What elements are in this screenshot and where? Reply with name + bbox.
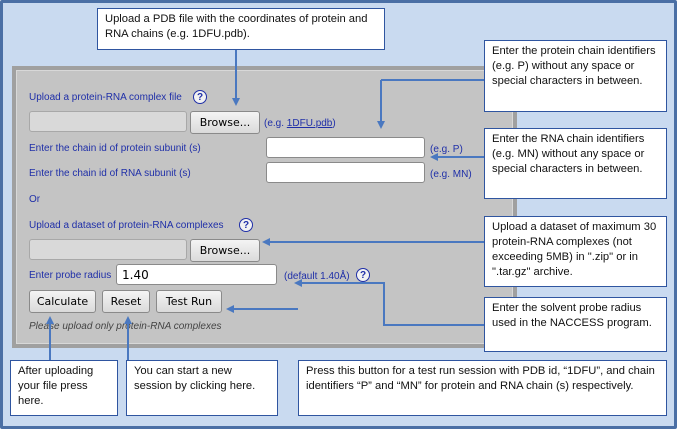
upload-complex-label: Upload a protein-RNA complex file (29, 92, 182, 103)
or-label: Or (29, 194, 41, 205)
upload-dataset-label: Upload a dataset of protein-RNA complexe… (29, 220, 224, 231)
reset-button[interactable]: Reset (102, 290, 150, 313)
rna-chain-hint: (e.g. MN) (430, 169, 472, 180)
footer-note: Please upload only protein-RNA complexes (29, 321, 222, 332)
complex-file-field[interactable] (29, 111, 187, 132)
browse-complex-button[interactable]: Browse... (190, 111, 260, 134)
callout-new-session: You can start a new session by clicking … (126, 360, 278, 416)
callout-dataset: Upload a dataset of maximum 30 protein-R… (484, 216, 667, 287)
rna-chain-label: Enter the chain id of RNA subunit (s) (29, 168, 191, 179)
rna-chain-input[interactable] (266, 162, 425, 183)
callout-rna-chain: Enter the RNA chain identifiers (e.g. MN… (484, 128, 667, 199)
probe-radius-label: Enter probe radius (29, 270, 112, 281)
example-hint: (e.g. 1DFU.pdb) (264, 118, 336, 129)
calculate-button[interactable]: Calculate (29, 290, 96, 313)
protein-chain-input[interactable] (266, 137, 425, 158)
probe-radius-input[interactable] (116, 264, 277, 285)
browse-dataset-button[interactable]: Browse... (190, 239, 260, 262)
callout-probe: Enter the solvent probe radius used in t… (484, 297, 667, 352)
arrow-probe (294, 279, 484, 326)
callout-after-upload: After uploading your file press here. (10, 360, 118, 416)
callout-protein-chain: Enter the protein chain identifiers (e.g… (484, 40, 667, 112)
example-suffix: ) (332, 118, 336, 129)
protein-chain-label: Enter the chain id of protein subunit (s… (29, 143, 201, 154)
callout-pdb-upload: Upload a PDB file with the coordinates o… (97, 8, 385, 50)
protein-chain-hint: (e.g. P) (430, 144, 463, 155)
callout-test-run: Press this button for a test run session… (298, 360, 667, 416)
help-icon[interactable]: ? (193, 90, 207, 104)
probe-radius-hint: (default 1.40Å) (284, 271, 350, 282)
help-icon[interactable]: ? (239, 218, 253, 232)
example-pdb-link[interactable]: 1DFU.pdb (286, 118, 333, 129)
test-run-button[interactable]: Test Run (156, 290, 222, 313)
dataset-file-field[interactable] (29, 239, 187, 260)
example-prefix: (e.g. (264, 118, 287, 129)
help-icon[interactable]: ? (356, 268, 370, 282)
